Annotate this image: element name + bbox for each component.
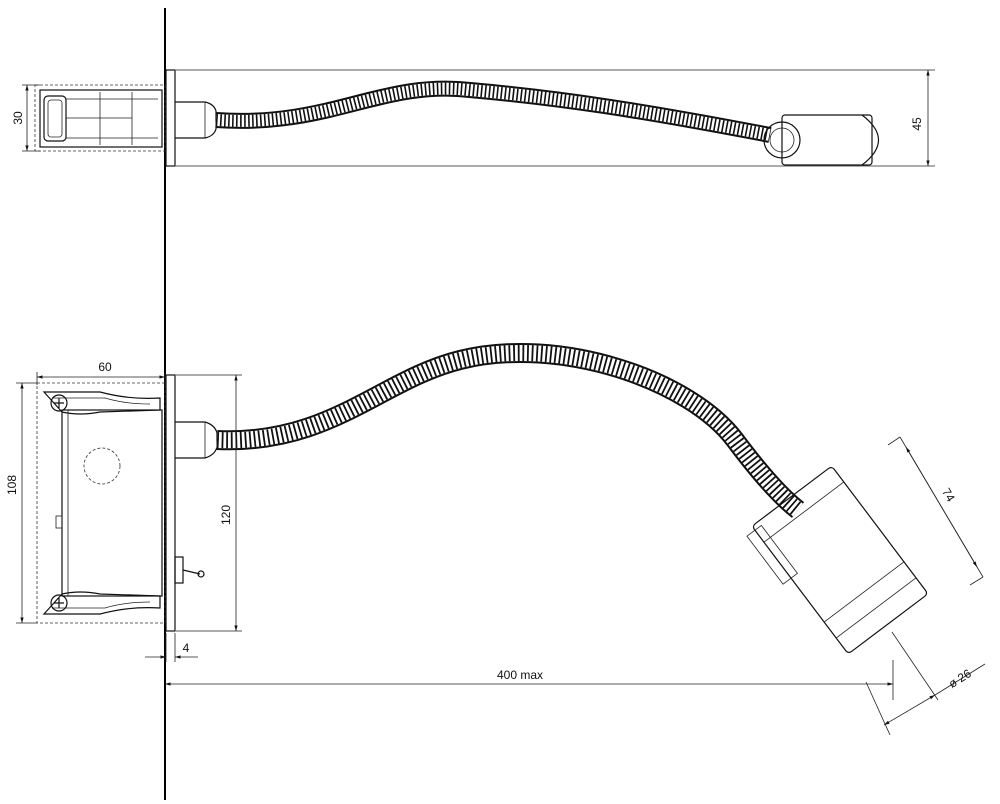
screw-bottom bbox=[50, 594, 68, 612]
dim-box-height: 108 bbox=[5, 475, 19, 495]
side-lamp-head bbox=[746, 467, 928, 653]
dim-head-diameter: ø 26 bbox=[946, 666, 974, 691]
top-plate bbox=[165, 69, 176, 167]
top-lamp-head bbox=[781, 114, 873, 166]
dim-reach: 400 max bbox=[497, 668, 543, 682]
dim-box-width: 60 bbox=[98, 360, 112, 374]
dim-top-height: 30 bbox=[11, 111, 25, 125]
knockout-circle bbox=[83, 447, 121, 485]
top-box-body bbox=[39, 89, 163, 148]
side-view: 60 108 120 4 400 max 74 ø 26 bbox=[5, 343, 986, 736]
top-box-outline bbox=[34, 84, 166, 152]
dim-top-depth: 45 bbox=[910, 117, 924, 131]
dim-plate-thickness: 4 bbox=[183, 641, 190, 655]
dim-head-length: 74 bbox=[939, 486, 958, 505]
side-plate bbox=[165, 374, 176, 632]
dim-plate-height: 120 bbox=[219, 505, 233, 525]
switch-toggle bbox=[174, 556, 205, 584]
screw-top bbox=[50, 394, 68, 412]
top-view: 45 30 bbox=[11, 69, 935, 167]
side-box-outline bbox=[36, 382, 166, 624]
side-box-body bbox=[61, 409, 163, 597]
